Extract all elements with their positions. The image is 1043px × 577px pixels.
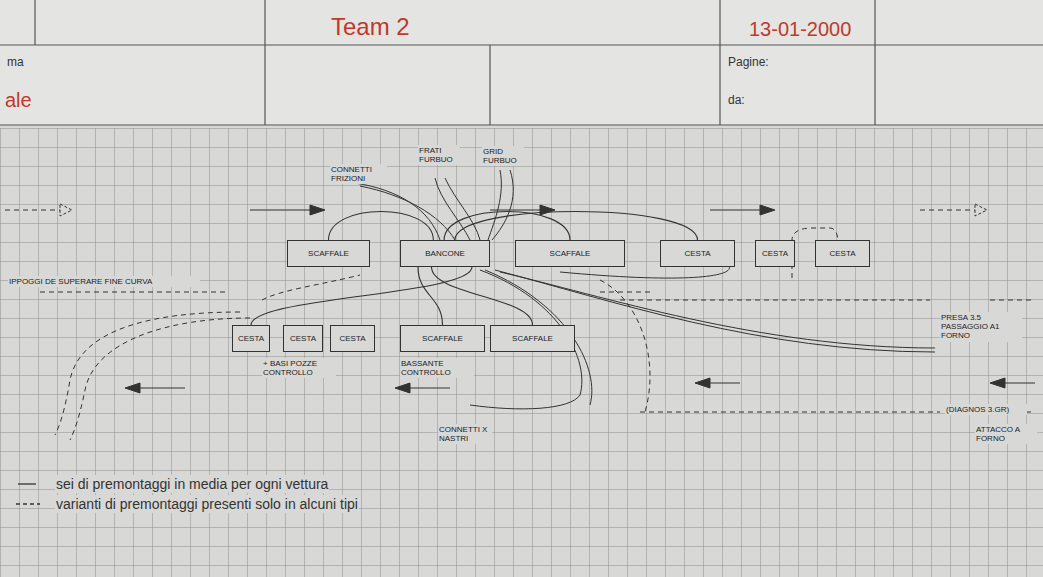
movement-path bbox=[329, 212, 434, 241]
note-label: + BASI POZZE CONTROLLO bbox=[262, 358, 336, 378]
form-field: ma bbox=[6, 55, 25, 71]
movement-path bbox=[455, 212, 698, 241]
form-field: Pagine: bbox=[727, 55, 770, 71]
form-field: 13-01-2000 bbox=[748, 17, 852, 42]
box-label: CESTA bbox=[684, 249, 710, 258]
storage-box: CESTA bbox=[755, 240, 795, 267]
box-label: SCAFFALE bbox=[550, 249, 591, 258]
note-label: ATTACCO A FORNO bbox=[975, 424, 1037, 444]
movement-path bbox=[432, 267, 533, 325]
note-label: GRID FURBUO bbox=[482, 146, 524, 166]
form-field: ale bbox=[4, 88, 33, 113]
note-label: BASSANTE CONTROLLO bbox=[400, 358, 474, 378]
box-label: SCAFFALE bbox=[512, 334, 553, 343]
note-label: IPPOGGI DE SUPERARE FINE CURVA bbox=[8, 276, 200, 287]
storage-box: SCAFFALE bbox=[515, 240, 625, 267]
storage-box: SCAFFALE bbox=[287, 240, 370, 267]
box-label: BANCONE bbox=[425, 249, 465, 258]
storage-box: CESTA bbox=[232, 325, 270, 352]
legend-text: varianti di premontaggi presenti solo in… bbox=[55, 495, 359, 513]
movement-path bbox=[251, 267, 472, 325]
box-label: CESTA bbox=[290, 334, 316, 343]
note-label: (DIAGNOS 3.GR) bbox=[945, 404, 1027, 415]
note-label: PRESA 3.5 PASSAGGIO A1 FORNO bbox=[940, 312, 1022, 342]
box-label: CESTA bbox=[238, 334, 264, 343]
note-label: CONNETTI FRIZIONI bbox=[330, 164, 387, 184]
form-field: da: bbox=[727, 93, 746, 109]
box-label: CESTA bbox=[339, 334, 365, 343]
box-label: SCAFFALE bbox=[422, 334, 463, 343]
movement-path bbox=[418, 267, 443, 325]
box-label: SCAFFALE bbox=[308, 249, 349, 258]
note-label: CONNETTI X NASTRI bbox=[438, 424, 492, 444]
storage-box: CESTA bbox=[660, 240, 735, 267]
box-label: CESTA bbox=[762, 249, 788, 258]
box-label: CESTA bbox=[829, 249, 855, 258]
legend-text: sei di premontaggi in media per ogni vet… bbox=[55, 475, 329, 493]
form-field: Team 2 bbox=[330, 12, 411, 42]
storage-box: BANCONE bbox=[400, 240, 490, 267]
storage-box: CESTA bbox=[283, 325, 323, 352]
storage-box: SCAFFALE bbox=[400, 325, 485, 352]
storage-box: SCAFFALE bbox=[490, 325, 575, 352]
storage-box: CESTA bbox=[815, 240, 870, 267]
storage-box: CESTA bbox=[330, 325, 375, 352]
note-label: FRATI FURBUO bbox=[418, 145, 460, 165]
